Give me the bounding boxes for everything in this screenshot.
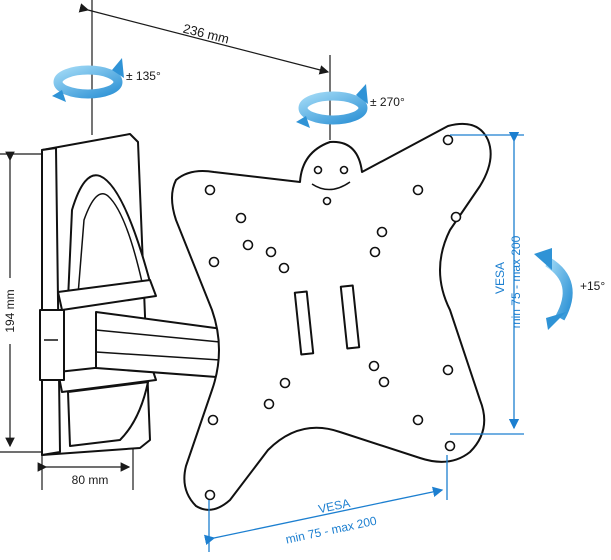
mounting-plate bbox=[171, 122, 492, 511]
tilt-arrow-icon bbox=[534, 248, 573, 330]
arm-reach-dimension: 236 mm bbox=[78, 0, 331, 140]
bracket-width-label: 80 mm bbox=[72, 473, 109, 487]
rotation-arrow-icon bbox=[296, 84, 368, 128]
arm-reach-label: 236 mm bbox=[181, 21, 230, 47]
vesa-vertical-range: min 75 - max 200 bbox=[509, 235, 523, 328]
tilt-label: +15° bbox=[580, 279, 605, 293]
vesa-horizontal-range: min 75 - max 200 bbox=[284, 514, 378, 547]
plate-rotation-label: ± 270° bbox=[370, 95, 405, 109]
bracket-height-dimension: 194 mm bbox=[0, 151, 42, 453]
bracket-height-label: 194 mm bbox=[3, 289, 17, 332]
wall-swivel-label: ± 135° bbox=[126, 69, 161, 83]
vesa-holes bbox=[204, 134, 462, 501]
plate-rotation: ± 270° bbox=[296, 84, 405, 128]
rotation-arrow-icon bbox=[52, 58, 124, 102]
swivel-arm bbox=[95, 311, 231, 379]
wall-bracket bbox=[39, 133, 157, 456]
tilt-rotation: +15° bbox=[534, 248, 605, 330]
mounting-slot bbox=[293, 290, 315, 356]
plate-face-cutout bbox=[311, 165, 351, 206]
vesa-vertical-title: VESA bbox=[493, 262, 507, 294]
mounting-slot bbox=[339, 284, 361, 350]
wall-swivel-rotation: ± 135° bbox=[52, 58, 161, 102]
vesa-vertical-dimension: VESA min 75 - max 200 bbox=[450, 131, 524, 435]
vesa-horizontal-title: VESA bbox=[317, 496, 351, 516]
